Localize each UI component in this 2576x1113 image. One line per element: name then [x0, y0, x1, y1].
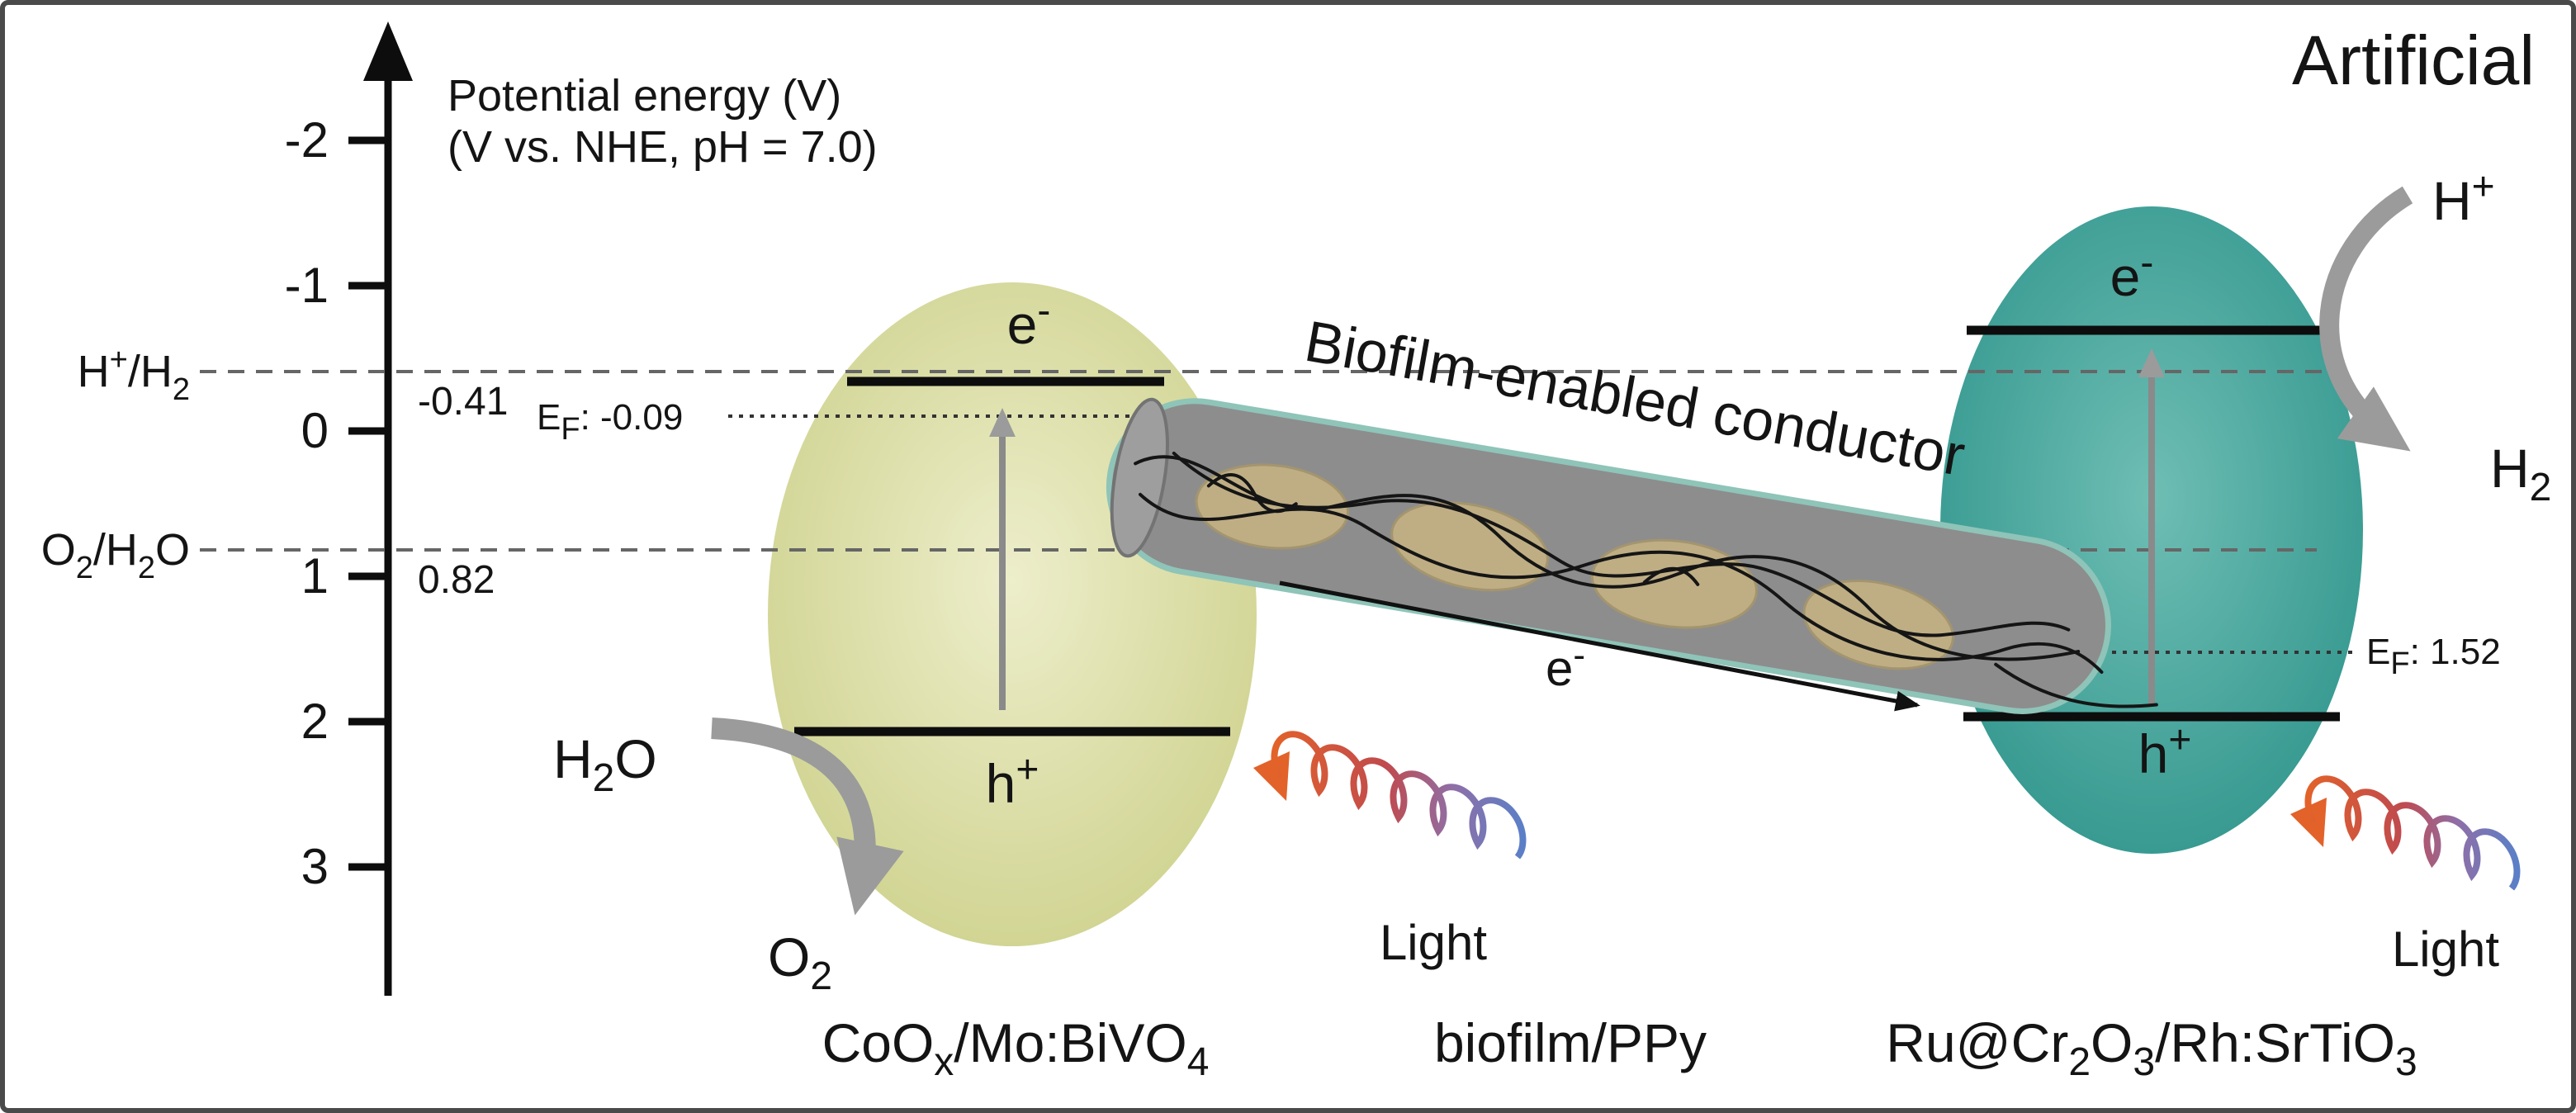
left-electron-label: e-: [1007, 289, 1051, 355]
axis-title-line1: Potential energy (V): [447, 71, 841, 121]
biofilm-filament: [1994, 662, 2158, 708]
light-label: Light: [1380, 915, 1487, 970]
light-arrowhead-icon: [2290, 798, 2327, 847]
tick-label: -2: [285, 112, 329, 168]
tube-left-cap: [1110, 397, 1169, 558]
tick-label: -1: [285, 258, 329, 313]
left-photocatalyst-name: CoOx/Mo:BiVO4: [822, 1012, 1210, 1084]
biofilm-filament: [1642, 566, 1700, 586]
light-coil-icon: [2304, 775, 2521, 891]
figure-title: Artificial: [2292, 21, 2535, 99]
biofilm-filament: [1206, 473, 1298, 514]
tick-label: 1: [301, 548, 329, 604]
right-photocatalyst-name: Ru@Cr2O3/Rh:SrTiO3: [1886, 1012, 2417, 1084]
biofilm-filament: [1138, 492, 2104, 675]
water-label: H2O: [553, 728, 657, 800]
axis-title-line2: (V vs. NHE, pH = 7.0): [447, 122, 878, 172]
light-label: Light: [2392, 921, 2499, 977]
proton-reduction-arrow: [2319, 186, 2413, 452]
tick-label: 2: [301, 694, 329, 749]
right-electron-label: e-: [2110, 241, 2154, 307]
electron-transfer-label: e-: [1546, 635, 1585, 696]
light-wave-left: Light: [1253, 731, 1527, 970]
light-coil-icon: [1271, 731, 1527, 860]
biofilm-filament: [1172, 451, 2071, 637]
y-axis-arrowhead: [363, 21, 413, 81]
biofilm-cells: [1195, 463, 1954, 670]
proton-label: H+: [2432, 165, 2495, 231]
oxygen-label: O2: [768, 926, 832, 998]
water-oxidation-arrow: [711, 718, 904, 916]
axis-ticks: [348, 136, 391, 871]
hydrogen-label: H2: [2490, 438, 2551, 509]
light-wave-right: Light: [2290, 775, 2521, 977]
left-hole-label: h+: [986, 748, 1039, 814]
right-fermi-label: EF: 1.52: [2366, 632, 2501, 681]
o2-couple-label: O2/H2O: [41, 525, 190, 585]
electron-transfer-arrow: [1279, 580, 1920, 712]
tick-label: 3: [301, 839, 329, 894]
h2-couple-label: H+/H2: [78, 343, 190, 407]
h2-potential-value: -0.41: [418, 380, 508, 424]
energy-diagram: Potential energy (V) (V vs. NHE, pH = 7.…: [41, 21, 2551, 1084]
tick-label: 0: [301, 403, 329, 458]
left-fermi-label: EF: -0.09: [537, 397, 683, 447]
light-arrowhead-icon: [1253, 751, 1290, 801]
biofilm-conductor-tube: [1106, 397, 2158, 714]
o2-potential-value: 0.82: [418, 558, 495, 602]
right-hole-label: h+: [2138, 718, 2192, 784]
biofilm-cell: [1390, 501, 1549, 592]
conductor-name: biofilm/PPy: [1434, 1012, 1707, 1073]
